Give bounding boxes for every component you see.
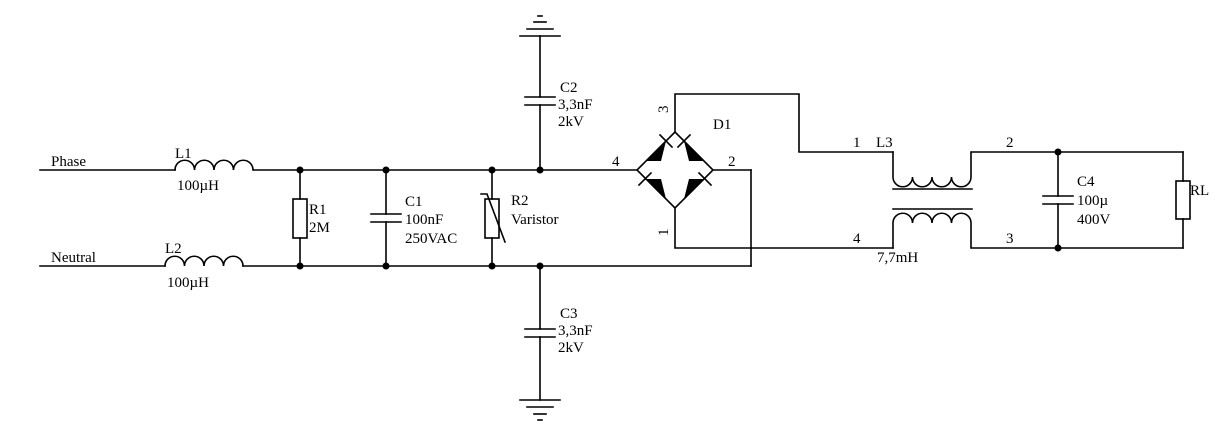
c4-ref: C4 bbox=[1077, 174, 1095, 190]
l3-pin1: 1 bbox=[853, 135, 861, 151]
c4-rating: 400V bbox=[1077, 212, 1111, 228]
c1-rating: 250VAC bbox=[405, 231, 457, 247]
d1-ref: D1 bbox=[713, 117, 731, 133]
rl-load-resistor-symbol bbox=[1175, 151, 1191, 249]
c4-value: 100µ bbox=[1077, 193, 1109, 209]
c4-capacitor-symbol bbox=[1042, 151, 1074, 249]
c2-value: 3,3nF bbox=[558, 97, 593, 113]
d1-pin4: 4 bbox=[612, 154, 620, 170]
l3-ref: L3 bbox=[876, 135, 893, 151]
c2-ref: C2 bbox=[560, 80, 578, 96]
c2-capacitor-symbol bbox=[524, 35, 556, 171]
c3-capacitor-symbol bbox=[524, 265, 556, 401]
l1-inductor-symbol bbox=[174, 159, 254, 171]
r2-varistor-symbol bbox=[480, 169, 507, 267]
l1-value: 100µH bbox=[177, 178, 219, 194]
junction-dot-c4-top bbox=[1054, 148, 1062, 156]
c1-ref: C1 bbox=[405, 194, 423, 210]
r1-ref: R1 bbox=[309, 202, 327, 218]
l3-value: 7,7mH bbox=[877, 250, 918, 266]
neutral-label: Neutral bbox=[51, 250, 96, 266]
phase-label: Phase bbox=[51, 154, 86, 170]
l3-common-mode-choke-symbol bbox=[892, 151, 973, 249]
ground-icon-bottom bbox=[519, 399, 561, 421]
c3-ref: C3 bbox=[560, 306, 578, 322]
r2-value: Varistor bbox=[511, 212, 559, 228]
l3-pin4: 4 bbox=[853, 231, 861, 247]
neutral-line bbox=[39, 169, 752, 267]
l2-value: 100µH bbox=[167, 275, 209, 291]
output-wires bbox=[971, 151, 1184, 249]
r1-resistor-symbol bbox=[292, 169, 308, 267]
c1-value: 100nF bbox=[405, 212, 443, 228]
l3-pin3: 3 bbox=[1006, 231, 1014, 247]
c2-rating: 2kV bbox=[558, 114, 584, 130]
d1-pin3: 3 bbox=[656, 106, 672, 114]
l1-ref: L1 bbox=[175, 146, 192, 162]
l2-ref: L2 bbox=[165, 241, 182, 257]
c3-value: 3,3nF bbox=[558, 323, 593, 339]
junction-dots-filter bbox=[296, 166, 544, 270]
r1-value: 2M bbox=[309, 220, 330, 236]
l2-inductor-symbol bbox=[164, 255, 244, 267]
r2-ref: R2 bbox=[511, 193, 529, 209]
c1-capacitor-symbol bbox=[370, 169, 402, 267]
rl-ref: RL bbox=[1190, 183, 1209, 199]
d1-pin1: 1 bbox=[656, 229, 672, 237]
d1-pin2: 2 bbox=[728, 154, 736, 170]
c3-rating: 2kV bbox=[558, 340, 584, 356]
d1-bridge-rectifier-symbol bbox=[635, 130, 715, 210]
ground-icon-top bbox=[519, 15, 561, 37]
junction-dot-c4-bottom bbox=[1054, 244, 1062, 252]
bridge-output-wires bbox=[674, 93, 894, 249]
l3-pin2: 2 bbox=[1006, 135, 1014, 151]
